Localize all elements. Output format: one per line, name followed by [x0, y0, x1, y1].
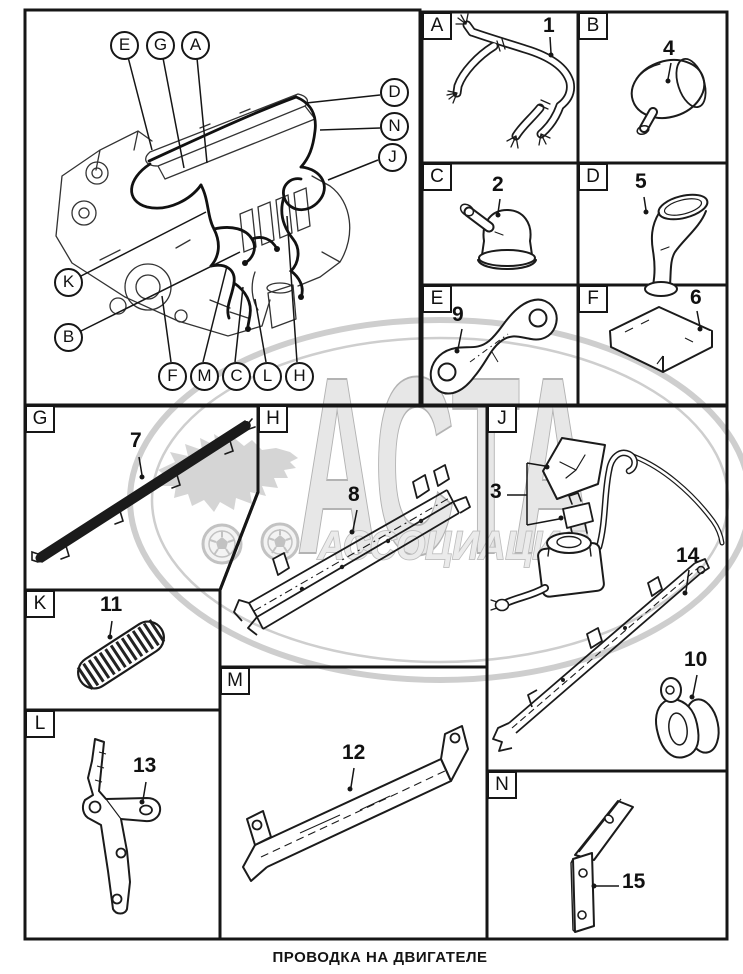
part-number-1: 1 — [543, 14, 555, 37]
part-number-6: 6 — [690, 286, 702, 309]
panel-label-e: E — [422, 285, 452, 313]
part-number-4: 4 — [663, 37, 675, 60]
part-number-15: 15 — [622, 870, 646, 893]
engine-callout-f: F — [158, 362, 187, 391]
panel-label-a: A — [422, 12, 452, 40]
part-number-5: 5 — [635, 170, 647, 193]
part-number-2: 2 — [492, 173, 504, 196]
part-3-drawing — [490, 437, 725, 612]
part-11-drawing — [76, 619, 166, 690]
panel-label-l: L — [25, 710, 55, 738]
panel-label-h: H — [258, 405, 288, 433]
part-10-drawing — [655, 677, 720, 759]
part-2-drawing — [459, 203, 537, 270]
page-caption: ПРОВОДКА НА ДВИГАТЕЛЕ — [272, 949, 488, 966]
part-13-drawing — [81, 738, 162, 915]
panel-label-d: D — [578, 163, 608, 191]
part-number-13: 13 — [133, 754, 157, 777]
part-6-drawing — [609, 306, 713, 373]
panel-n-border — [485, 769, 729, 941]
panel-label-n: N — [487, 771, 517, 799]
engine-callout-a: A — [181, 31, 210, 60]
engine-illustration — [55, 93, 351, 337]
part-number-14: 14 — [676, 544, 700, 567]
part-12-drawing — [242, 725, 469, 882]
engine-harness-drawing — [130, 95, 326, 332]
part-number-12: 12 — [342, 741, 366, 764]
engine-callout-g: G — [146, 31, 175, 60]
part-number-10: 10 — [684, 648, 708, 671]
watermark-subtitle-text: АССОЦИАЦИЯ — [317, 524, 587, 568]
part-7-drawing — [31, 418, 256, 563]
part-number-8: 8 — [348, 483, 360, 506]
part-number-7: 7 — [130, 429, 142, 452]
panel-label-f: F — [578, 285, 608, 313]
panel-label-k: K — [25, 590, 55, 618]
panel-label-b: B — [578, 12, 608, 40]
panel-label-j: J — [487, 405, 517, 433]
engine-callout-k: K — [54, 268, 83, 297]
soccer-ball-watermark — [201, 522, 300, 565]
part-number-9: 9 — [452, 303, 464, 326]
panel-label-g: G — [25, 405, 55, 433]
panel-m-border — [218, 665, 489, 941]
engine-callout-m: M — [190, 362, 219, 391]
engine-callout-c: C — [222, 362, 251, 391]
panel-label-m: M — [220, 667, 250, 695]
part-number-3: 3 — [490, 480, 502, 503]
part-number-leaders — [107, 36, 703, 889]
part-14-drawing — [492, 558, 710, 752]
engine-callout-b: B — [54, 323, 83, 352]
engine-callout-d: D — [380, 78, 409, 107]
part-5-drawing — [644, 193, 709, 297]
part-4-drawing — [630, 57, 707, 136]
engine-callout-l: L — [253, 362, 282, 391]
engine-callout-j: J — [378, 143, 407, 172]
part-number-11: 11 — [100, 593, 123, 616]
engine-callout-h: H — [285, 362, 314, 391]
part-1-drawing — [446, 13, 575, 149]
engine-callout-e: E — [110, 31, 139, 60]
part-15-drawing — [570, 798, 634, 933]
part-8-drawing — [233, 464, 471, 636]
engine-callout-n: N — [380, 112, 409, 141]
part-9-drawing — [429, 298, 558, 395]
callout-leader-lines — [80, 56, 381, 363]
panel-label-c: C — [422, 163, 452, 191]
